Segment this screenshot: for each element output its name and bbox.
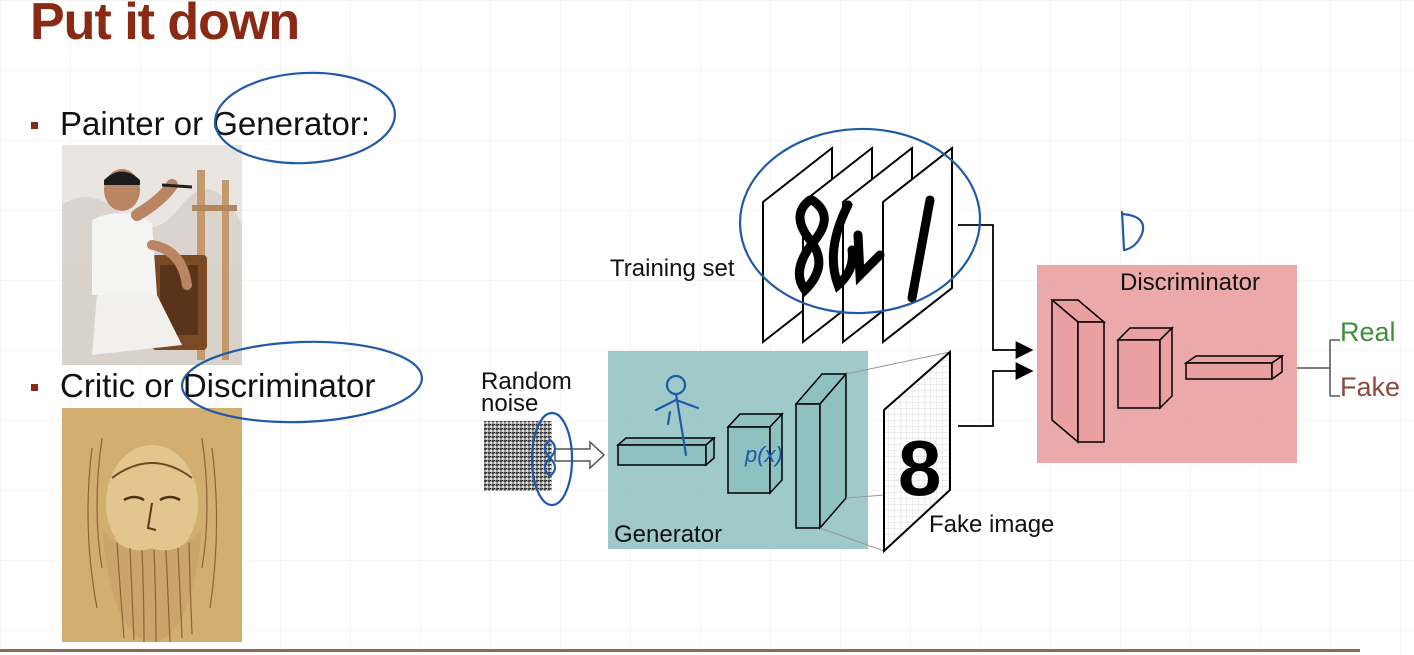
circle-generator-annotation — [213, 71, 397, 165]
fake-image — [883, 349, 951, 554]
training-digits — [794, 195, 935, 303]
handwritten-px: p(x) — [744, 442, 783, 467]
circle-training-set-annotation — [738, 127, 982, 315]
fake-digit: 8 — [898, 424, 941, 512]
discriminator-layers — [1049, 298, 1285, 444]
circle-noise-annotation — [530, 411, 574, 507]
slide-title: Put it down — [30, 0, 300, 51]
handwritten-noise-digit — [543, 438, 557, 478]
fake-to-discriminator-arrow — [958, 362, 1034, 427]
bullet-critic-discriminator: Critic or Discriminator — [60, 367, 376, 404]
painter-photo — [62, 145, 242, 365]
circle-discriminator-annotation — [180, 340, 424, 424]
generator-layers — [616, 371, 848, 531]
bullet-marker — [31, 384, 38, 391]
training-to-discriminator-arrow — [958, 224, 1034, 359]
noise-to-generator-arrow — [554, 440, 606, 470]
bottom-rule — [0, 649, 1360, 652]
random-noise-image — [484, 421, 552, 491]
fake-image-label: Fake image — [929, 511, 1054, 538]
output-real-label: Real — [1340, 317, 1396, 347]
output-fake-label: Fake — [1340, 372, 1400, 402]
critic-portrait — [62, 408, 242, 642]
random-noise-label-line2: noise — [481, 390, 538, 417]
output-fork — [1297, 339, 1340, 397]
discriminator-label: Discriminator — [1120, 269, 1260, 296]
handwritten-annotations — [180, 71, 1145, 507]
handwritten-d — [1120, 210, 1145, 252]
generator-label: Generator — [614, 521, 722, 548]
training-set-label: Training set — [610, 255, 735, 282]
bullet-marker — [31, 122, 38, 129]
random-noise-label: Random — [481, 368, 572, 395]
